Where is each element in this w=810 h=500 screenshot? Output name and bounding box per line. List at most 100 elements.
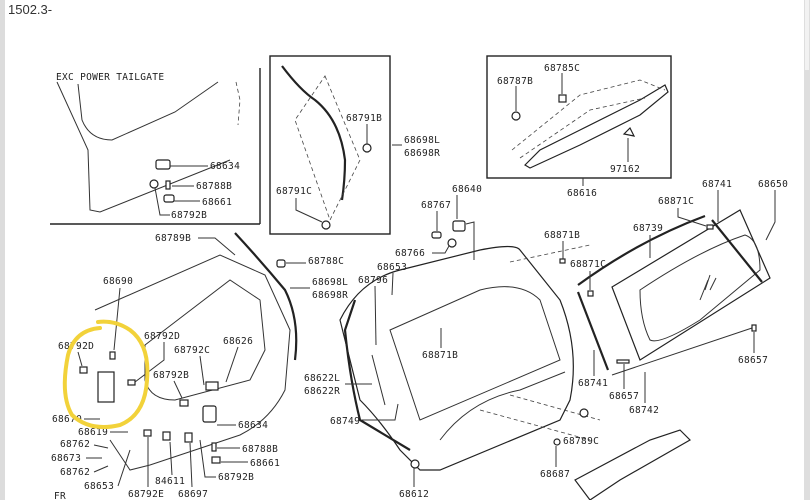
highlight-circle [62, 319, 150, 429]
label-68616: 68616 [567, 188, 597, 199]
label-68871B-mid: 68871B [422, 350, 458, 361]
rear-glass-assembly: 68741 68650 68871C 68739 68871B 68871C 6… [544, 179, 788, 416]
part-68789C [579, 408, 589, 418]
label-68762-b: 68762 [60, 467, 90, 478]
label-68766: 68766 [395, 248, 425, 259]
part-68661 [163, 194, 175, 203]
label-68871B-top: 68871B [544, 230, 580, 241]
label-68741-bottom: 68741 [578, 378, 608, 389]
part-68766 [447, 238, 457, 248]
part-68634 [155, 159, 171, 170]
inner-trim-latch: 68789B 68788C 68698L 68698R 68690 68792D… [51, 232, 348, 500]
label-68661: 68661 [202, 197, 232, 208]
label-68657-right: 68657 [738, 355, 768, 366]
viewer-left-border [0, 0, 5, 500]
label-68640: 68640 [452, 184, 482, 195]
label-68612: 68612 [399, 489, 429, 500]
inset-spoiler-side: 68791B 68698L 68698R 68791C [269, 55, 440, 235]
part-68626 [205, 381, 219, 391]
part-68640 [452, 220, 466, 232]
label-68619: 68619 [78, 427, 108, 438]
label-68657-bottom: 68657 [609, 391, 639, 402]
part-68634-mid [202, 405, 217, 423]
inset-top-spoiler: 68785C 68787B 97162 68616 [486, 55, 672, 199]
part-68792E [143, 429, 152, 437]
label-68792C: 68792C [174, 345, 210, 356]
label-68622L: 68622L [304, 373, 340, 384]
label-fr-direction: FR [54, 491, 66, 500]
part-68697 [184, 432, 193, 443]
part-68791B [362, 143, 372, 153]
label-68788C: 68788C [308, 256, 344, 267]
label-68670: 68670 [52, 414, 82, 425]
label-68792E: 68792E [128, 489, 164, 500]
label-68789C: 68789C [563, 436, 599, 447]
part-68787B [511, 111, 521, 121]
part-68788B-mid [211, 442, 217, 452]
label-68787B: 68787B [497, 76, 533, 87]
label-68634: 68634 [210, 161, 240, 172]
part-68742 [611, 327, 753, 376]
page-reference: 1502.3- [8, 2, 53, 17]
label-68788B-mid: 68788B [242, 444, 278, 455]
part-97162 [622, 126, 636, 137]
label-68742: 68742 [629, 405, 659, 416]
label-68792B-bottom: 68792B [218, 472, 254, 483]
part-68622-strut [371, 354, 386, 406]
label-68673: 68673 [51, 453, 81, 464]
part-68741-left [576, 291, 610, 371]
part-68698-trim [234, 232, 298, 361]
part-68698 [281, 65, 347, 201]
label-68767: 68767 [421, 200, 451, 211]
label-68792D-left: 68792D [58, 341, 94, 352]
label-68687: 68687 [540, 469, 570, 480]
inset-exc-power-tailgate: EXC POWER TAILGATE 68634 68788B 68661 68… [50, 68, 261, 225]
inset-title: EXC POWER TAILGATE [56, 72, 164, 83]
label-68650: 68650 [758, 179, 788, 190]
part-68792D-right [127, 379, 136, 386]
label-68792B: 68792B [171, 210, 207, 221]
part-68687 [553, 438, 561, 446]
part-68612 [410, 459, 420, 469]
part-68792B [149, 179, 159, 189]
label-68634-mid: 68634 [238, 420, 268, 431]
label-68791B: 68791B [346, 113, 382, 124]
scrollbar-thumb[interactable] [805, 0, 809, 70]
part-68739 [577, 214, 706, 286]
label-97162: 97162 [610, 164, 640, 175]
label-68653-bottom: 68653 [84, 481, 114, 492]
part-68791C [321, 220, 331, 230]
label-68796: 68796 [358, 275, 388, 286]
part-68657-right [751, 324, 757, 332]
label-68792B-mid: 68792B [153, 370, 189, 381]
part-68788C [276, 259, 286, 268]
part-68767 [431, 231, 442, 239]
label-68785C: 68785C [544, 63, 580, 74]
vertical-scrollbar[interactable] [804, 0, 810, 500]
part-68871C-top [706, 224, 714, 230]
part-68785C [558, 94, 567, 103]
label-68871C-top: 68871C [658, 196, 694, 207]
label-68791C: 68791C [276, 186, 312, 197]
label-68789B: 68789B [155, 233, 191, 244]
part-68616 [524, 84, 669, 169]
label-68739: 68739 [633, 223, 663, 234]
part-68871C-mid [587, 290, 594, 297]
part-68788B [165, 180, 171, 190]
label-68626: 68626 [223, 336, 253, 347]
label-68762-a: 68762 [60, 439, 90, 450]
label-68698R-trim: 68698R [312, 290, 348, 301]
part-68670 [97, 371, 115, 403]
part-68657-bot [616, 359, 630, 364]
part-68792B-mid [179, 399, 189, 407]
tailgate-body: 68640 68767 68766 68653 68796 68871B 686… [304, 184, 691, 500]
label-68653-top: 68653 [377, 262, 407, 273]
part-68741-right [711, 219, 763, 283]
label-68792D-right: 68792D [144, 331, 180, 342]
label-68698L-trim: 68698L [312, 277, 348, 288]
part-84611 [162, 431, 171, 441]
part-68792D-left [79, 366, 88, 374]
label-68622R: 68622R [304, 386, 340, 397]
label-68871C-mid: 68871C [570, 259, 606, 270]
